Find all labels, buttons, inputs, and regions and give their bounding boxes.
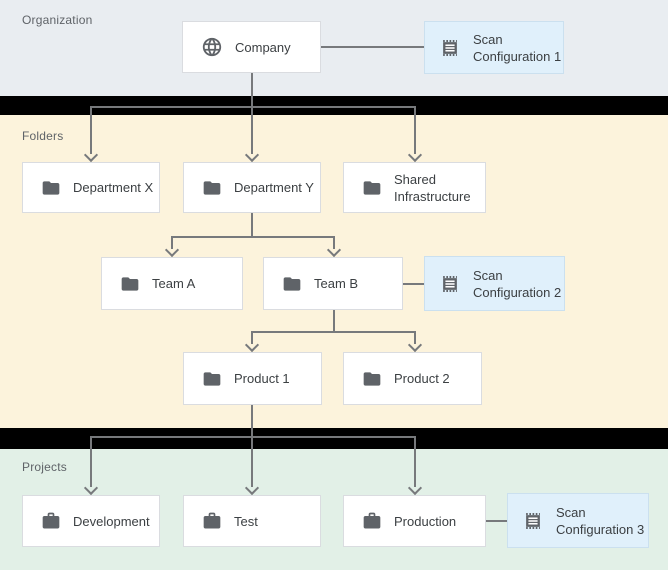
receipt-icon [439,273,461,295]
folder-icon [120,274,140,294]
node-label: Shared Infrastructure [394,171,471,204]
briefcase-icon [362,511,382,531]
connector-products-branch [251,331,416,333]
node-label: Development [73,513,150,529]
folder-icon [41,178,61,198]
folder-icon [282,274,302,294]
node-shared-infrastructure: Shared Infrastructure [343,162,486,213]
globe-icon [201,36,223,58]
connector-to-production [414,436,416,487]
node-production: Production [343,495,486,547]
connector-to-product-1 [251,331,253,344]
briefcase-icon [202,511,222,531]
connector-teams-branch [171,236,335,238]
connector-projects-branch [90,436,416,438]
connector-folders-branch [90,106,416,108]
folder-icon [362,178,382,198]
node-label: Team B [314,276,359,291]
folder-icon [202,369,222,389]
node-development: Development [22,495,160,547]
connector-team-b-scan-config-2 [403,283,424,285]
connector-company-down [251,73,253,154]
folder-icon [202,178,222,198]
projects-section-label: Projects [22,460,67,474]
node-label: Product 1 [234,371,290,386]
connector-to-team-b [333,236,335,249]
organization-section-label: Organization [22,13,93,27]
node-test: Test [183,495,321,547]
organization-section [0,0,668,96]
node-product-1: Product 1 [183,352,322,405]
connector-to-development [90,436,92,487]
node-label: Department X [73,180,154,195]
node-label: Product 2 [394,371,450,386]
briefcase-icon [41,511,61,531]
receipt-icon [522,510,544,532]
folders-section-label: Folders [22,129,64,143]
connector-to-product-2 [414,331,416,344]
node-department-x: Department X [22,162,160,213]
connector-to-test [251,436,253,487]
node-label: Production [394,513,457,529]
node-department-y: Department Y [183,162,321,213]
node-team-a: Team A [101,257,243,310]
node-label: Department Y [234,180,314,195]
node-label: Team A [152,276,196,291]
connector-department-y-down [251,213,253,238]
connector-team-b-down [333,310,335,333]
connector-production-scan-config-3 [486,520,507,522]
node-company: Company [182,21,321,73]
node-label: Company [235,39,291,55]
node-scan-config-2: Scan Configuration 2 [424,256,565,311]
node-label: Scan Configuration 1 [473,31,562,64]
folder-icon [362,369,382,389]
node-product-2: Product 2 [343,352,482,405]
node-label: Scan Configuration 3 [556,504,645,537]
node-label: Scan Configuration 2 [473,267,562,300]
connector-to-department-x [90,106,92,154]
connector-company-scan-config-1 [321,46,424,48]
receipt-icon [439,37,461,59]
node-team-b: Team B [263,257,403,310]
node-label: Test [234,513,258,529]
connector-product-1-down [251,405,253,438]
node-scan-config-1: Scan Configuration 1 [424,21,564,74]
connector-to-team-a [171,236,173,249]
node-scan-config-3: Scan Configuration 3 [507,493,649,548]
connector-to-shared-infrastructure [414,106,416,154]
